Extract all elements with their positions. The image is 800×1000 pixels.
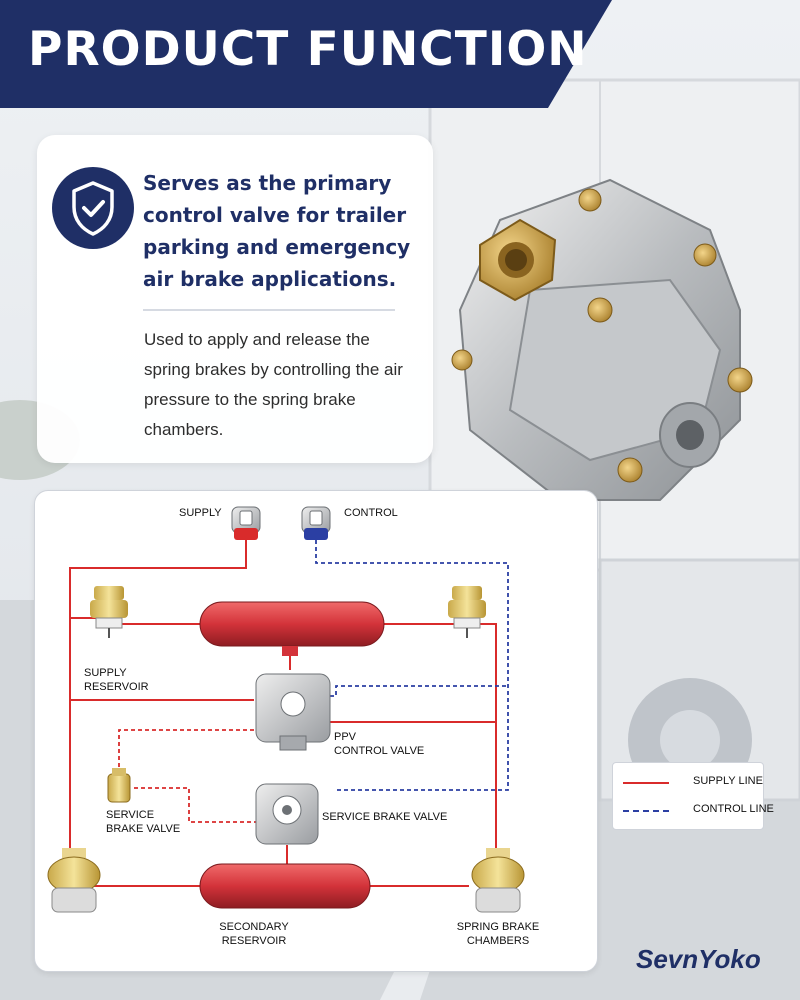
spring-brake-chamber-right-icon — [471, 848, 525, 913]
brand-logo: SevnYoko — [636, 944, 761, 974]
secondary-reservoir-label-1: SECONDARY — [219, 921, 289, 933]
spring-brake-chambers-label-1: SPRING BRAKE — [457, 921, 540, 933]
legend-supply-label: SUPPLY LINE — [693, 775, 763, 787]
service-brake-valve-left-label-1: SERVICE — [106, 809, 154, 821]
air-brake-system-diagram: SUPPLY CONTROL SUPPLY RESERVOIR PPV CONT… — [47, 506, 540, 947]
product-valve-image — [451, 178, 753, 501]
card-description: Used to apply and release the spring bra… — [144, 330, 403, 439]
brake-chamber-top-right-icon — [448, 586, 486, 638]
diagram-legend: SUPPLY LINE CONTROL LINE — [612, 762, 774, 830]
shield-check-icon — [52, 167, 134, 249]
service-brake-valve-label: SERVICE BRAKE VALVE — [322, 811, 447, 823]
control-lines — [315, 540, 509, 791]
supply-reservoir-label-1: SUPPLY — [84, 667, 127, 679]
page-title: PRODUCT FUNCTION — [28, 22, 588, 77]
service-brake-valve-left-label-2: BRAKE VALVE — [106, 823, 180, 835]
legend-control-label: CONTROL LINE — [693, 803, 774, 815]
service-brake-valve-left-icon — [107, 768, 131, 803]
control-line-swatch — [623, 810, 669, 812]
supply-gladhand-icon — [231, 506, 261, 540]
ppv-label-2: CONTROL VALVE — [334, 745, 424, 757]
divider — [143, 309, 395, 311]
control-gladhand-icon — [301, 506, 331, 540]
supply-label: SUPPLY — [179, 507, 222, 519]
supply-reservoir-label-2: RESERVOIR — [84, 681, 149, 693]
brake-chamber-top-left-icon — [90, 586, 128, 638]
legend-supply-line: SUPPLY LINE — [623, 773, 763, 793]
service-brake-lines — [118, 729, 256, 823]
legend-control-line: CONTROL LINE — [623, 801, 774, 821]
title-banner — [0, 0, 612, 108]
spring-brake-chamber-left-icon — [47, 848, 101, 913]
secondary-reservoir-tank — [199, 863, 371, 909]
supply-reservoir-tank — [199, 601, 385, 656]
card-headline: Serves as the primary control valve for … — [143, 171, 411, 291]
supply-line-swatch — [623, 782, 669, 784]
supply-lines — [69, 540, 497, 887]
ppv-label-1: PPV — [334, 731, 357, 743]
control-label: CONTROL — [344, 507, 398, 519]
service-brake-valve-icon — [255, 783, 319, 845]
ppv-control-valve-icon — [255, 673, 331, 751]
secondary-reservoir-label-2: RESERVOIR — [222, 935, 287, 947]
spring-brake-chambers-label-2: CHAMBERS — [467, 935, 529, 947]
